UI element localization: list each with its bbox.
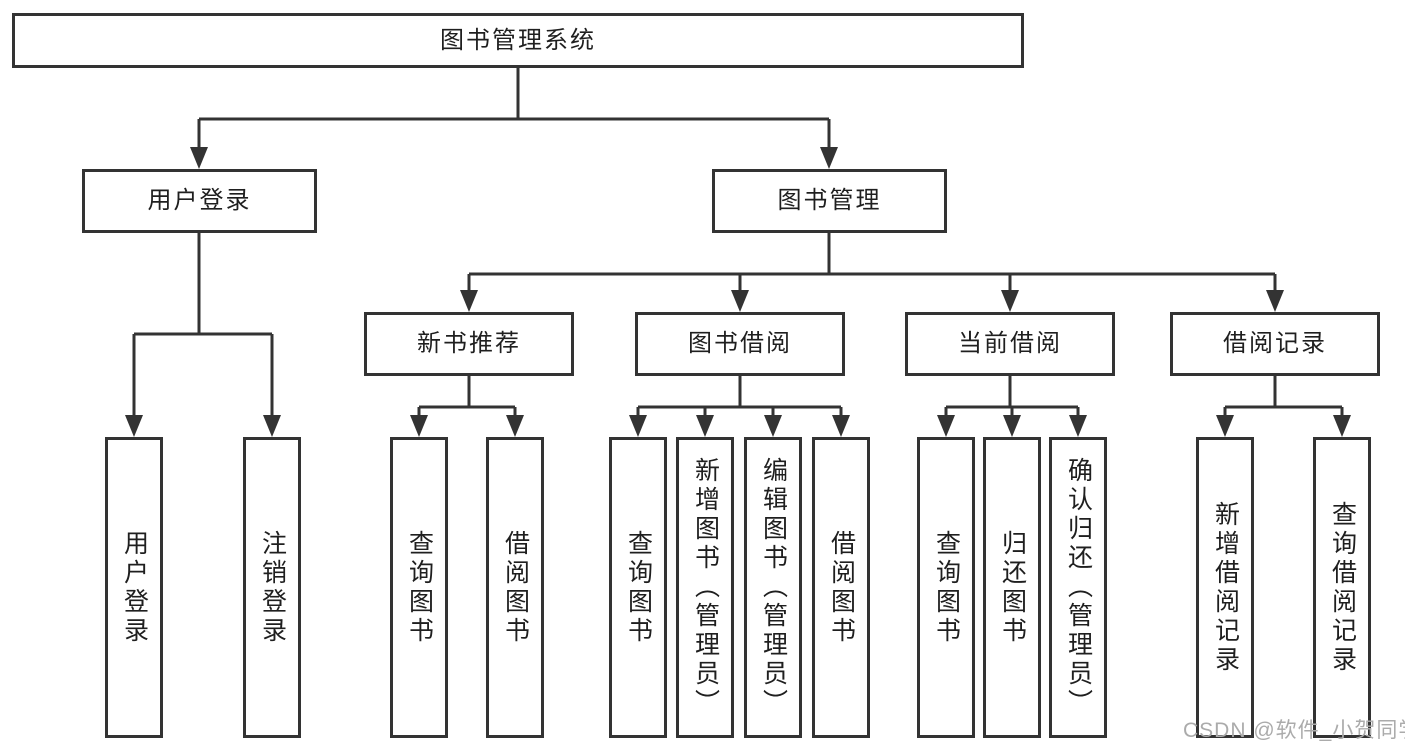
arrowhead-icon bbox=[764, 415, 782, 437]
node-current-borrowing: 当前借阅 bbox=[905, 312, 1115, 376]
node-query-book-current: 查询图书 bbox=[917, 437, 975, 738]
csdn-watermark: CSDN @软件_小贺同学 bbox=[1183, 719, 1405, 742]
arrowhead-icon bbox=[1069, 415, 1087, 437]
node-book-borrowing: 图书借阅 bbox=[635, 312, 845, 376]
node-confirm-return-admin: 确认归还（管理员） bbox=[1049, 437, 1107, 738]
arrowhead-icon bbox=[820, 147, 838, 169]
node-login-user: 用户登录 bbox=[105, 437, 163, 738]
node-return-book: 归还图书 bbox=[983, 437, 1041, 738]
arrowhead-icon bbox=[629, 415, 647, 437]
connector-current-to-leaves bbox=[944, 376, 1080, 420]
node-edit-book-admin: 编辑图书（管理员） bbox=[744, 437, 802, 738]
connector-records-to-leaves bbox=[1223, 376, 1344, 420]
arrowhead-icon bbox=[506, 415, 524, 437]
node-root: 图书管理系统 bbox=[12, 13, 1024, 68]
connector-login-to-leaves bbox=[132, 233, 274, 420]
node-add-borrow-record: 新增借阅记录 bbox=[1196, 437, 1254, 738]
arrowhead-icon bbox=[263, 415, 281, 437]
node-logout: 注销登录 bbox=[243, 437, 301, 738]
arrowhead-icon bbox=[410, 415, 428, 437]
node-add-book-admin: 新增图书（管理员） bbox=[676, 437, 734, 738]
arrowhead-icon bbox=[832, 415, 850, 437]
node-query-borrow-record: 查询借阅记录 bbox=[1313, 437, 1371, 738]
arrowhead-icon bbox=[1001, 290, 1019, 312]
arrowhead-icon bbox=[125, 415, 143, 437]
arrowhead-icon bbox=[1333, 415, 1351, 437]
connector-root-to-level2 bbox=[197, 68, 831, 152]
connector-borrowing-to-leaves bbox=[636, 376, 843, 420]
node-new-book-recommendation: 新书推荐 bbox=[364, 312, 574, 376]
connector-mgmt-to-level3 bbox=[467, 233, 1277, 295]
node-borrow-book-borrowing: 借阅图书 bbox=[812, 437, 870, 738]
arrowhead-icon bbox=[1216, 415, 1234, 437]
arrowhead-icon bbox=[190, 147, 208, 169]
arrowheads bbox=[125, 147, 1351, 437]
node-query-book-recommend: 查询图书 bbox=[390, 437, 448, 738]
node-borrow-book-recommend: 借阅图书 bbox=[486, 437, 544, 738]
arrowhead-icon bbox=[1266, 290, 1284, 312]
arrowhead-icon bbox=[696, 415, 714, 437]
node-query-book-borrowing: 查询图书 bbox=[609, 437, 667, 738]
node-user-login: 用户登录 bbox=[82, 169, 317, 233]
arrowhead-icon bbox=[731, 290, 749, 312]
arrowhead-icon bbox=[937, 415, 955, 437]
connector-recommend-to-leaves bbox=[417, 376, 517, 420]
arrowhead-icon bbox=[1003, 415, 1021, 437]
node-book-management: 图书管理 bbox=[712, 169, 947, 233]
arrowhead-icon bbox=[460, 290, 478, 312]
node-borrowing-records: 借阅记录 bbox=[1170, 312, 1380, 376]
